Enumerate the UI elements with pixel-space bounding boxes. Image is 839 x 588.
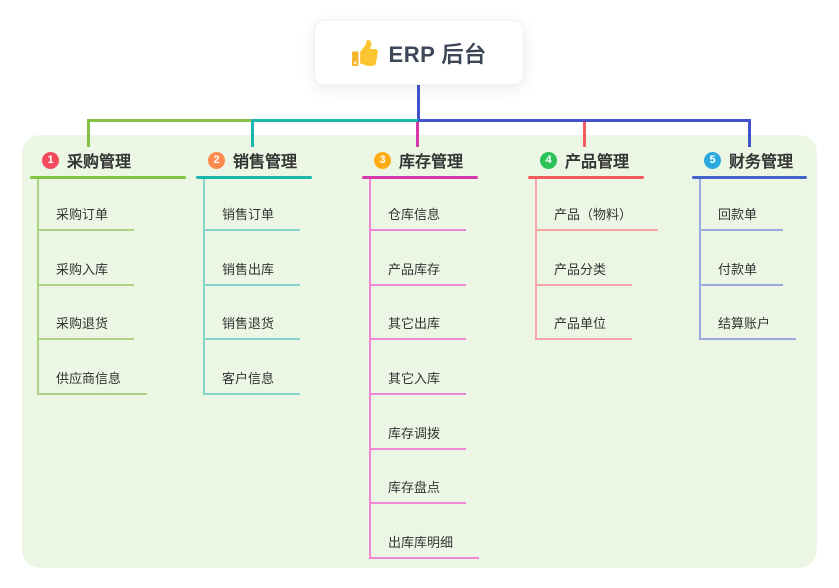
child-topic[interactable]: 销售退货 xyxy=(203,315,301,340)
child-topic[interactable]: 产品单位 xyxy=(535,315,633,340)
branch-trunk-line xyxy=(369,179,371,559)
child-topic[interactable]: 库存盘点 xyxy=(369,479,467,504)
thumbs-up-icon xyxy=(351,39,378,66)
child-topic[interactable]: 其它入库 xyxy=(369,370,467,395)
connector-bus-teal xyxy=(252,119,418,122)
branch-title-finance[interactable]: 5 财务管理 xyxy=(692,148,793,172)
child-topic[interactable]: 出库库明细 xyxy=(369,534,480,559)
child-topic[interactable]: 其它出库 xyxy=(369,315,467,340)
branch-trunk-line xyxy=(37,179,39,395)
child-topic[interactable]: 产品分类 xyxy=(535,261,633,286)
connector-root-drop xyxy=(417,83,420,120)
branch-title-label: 采购管理 xyxy=(67,154,132,171)
branch-number-badge: 1 xyxy=(42,151,59,169)
connector-bus-green xyxy=(87,119,254,122)
root-node-label: ERP 后台 xyxy=(388,41,487,67)
connector-bus-blue xyxy=(418,119,751,122)
child-topic[interactable]: 采购入库 xyxy=(37,261,135,286)
child-topic[interactable]: 采购订单 xyxy=(37,206,135,231)
branch-underline xyxy=(30,176,186,179)
child-topic[interactable]: 结算账户 xyxy=(699,315,797,340)
branch-title-label: 财务管理 xyxy=(729,154,794,171)
branch-title-label: 销售管理 xyxy=(233,154,298,171)
child-topic[interactable]: 库存调拨 xyxy=(369,425,467,450)
child-topic[interactable]: 仓库信息 xyxy=(369,206,467,231)
branch-number-badge: 2 xyxy=(208,151,225,169)
branch-title-label: 库存管理 xyxy=(399,154,464,171)
branch-number-badge: 5 xyxy=(704,151,721,169)
branch-underline xyxy=(528,176,644,179)
connector-drop-product xyxy=(583,122,586,147)
branch-underline xyxy=(692,176,807,179)
branch-finance-management: 5 财务管理 回款单 付款单 结算账户 xyxy=(692,148,807,340)
branch-trunk-line xyxy=(203,179,205,395)
child-topic[interactable]: 付款单 xyxy=(699,261,784,286)
child-topic[interactable]: 回款单 xyxy=(699,206,784,231)
child-topic[interactable]: 产品库存 xyxy=(369,261,467,286)
child-topic[interactable]: 销售订单 xyxy=(203,206,301,231)
branch-product-management: 4 产品管理 产品（物料） 产品分类 产品单位 xyxy=(528,148,659,340)
branch-trunk-line xyxy=(535,179,537,340)
branch-title-product[interactable]: 4 产品管理 xyxy=(528,148,629,172)
child-topic[interactable]: 采购退货 xyxy=(37,315,135,340)
branch-trunk-line xyxy=(699,179,701,340)
child-topic[interactable]: 供应商信息 xyxy=(37,370,148,395)
connector-drop-inventory xyxy=(416,122,419,147)
branch-purchase-management: 1 采购管理 采购订单 采购入库 采购退货 供应商信息 xyxy=(30,148,186,395)
child-topic[interactable]: 产品（物料） xyxy=(535,206,659,231)
connector-drop-finance xyxy=(748,119,751,147)
diagram-background-panel xyxy=(22,135,817,568)
root-node[interactable]: ERP 后台 xyxy=(314,20,524,85)
branch-number-badge: 4 xyxy=(540,151,557,169)
branch-title-purchase[interactable]: 1 采购管理 xyxy=(30,148,131,172)
branch-title-label: 产品管理 xyxy=(565,154,630,171)
connector-drop-purchase xyxy=(87,119,90,147)
branch-title-sales[interactable]: 2 销售管理 xyxy=(196,148,297,172)
child-topic[interactable]: 销售出库 xyxy=(203,261,301,286)
branch-number-badge: 3 xyxy=(374,151,391,169)
branch-underline xyxy=(362,176,478,179)
child-topic[interactable]: 客户信息 xyxy=(203,370,301,395)
branch-title-inventory[interactable]: 3 库存管理 xyxy=(362,148,463,172)
branch-inventory-management: 3 库存管理 仓库信息 产品库存 其它出库 其它入库 库存调拨 库存盘点 出库库… xyxy=(362,148,480,559)
branch-sales-management: 2 销售管理 销售订单 销售出库 销售退货 客户信息 xyxy=(196,148,312,395)
connector-drop-sales xyxy=(251,119,254,147)
branch-underline xyxy=(196,176,312,179)
